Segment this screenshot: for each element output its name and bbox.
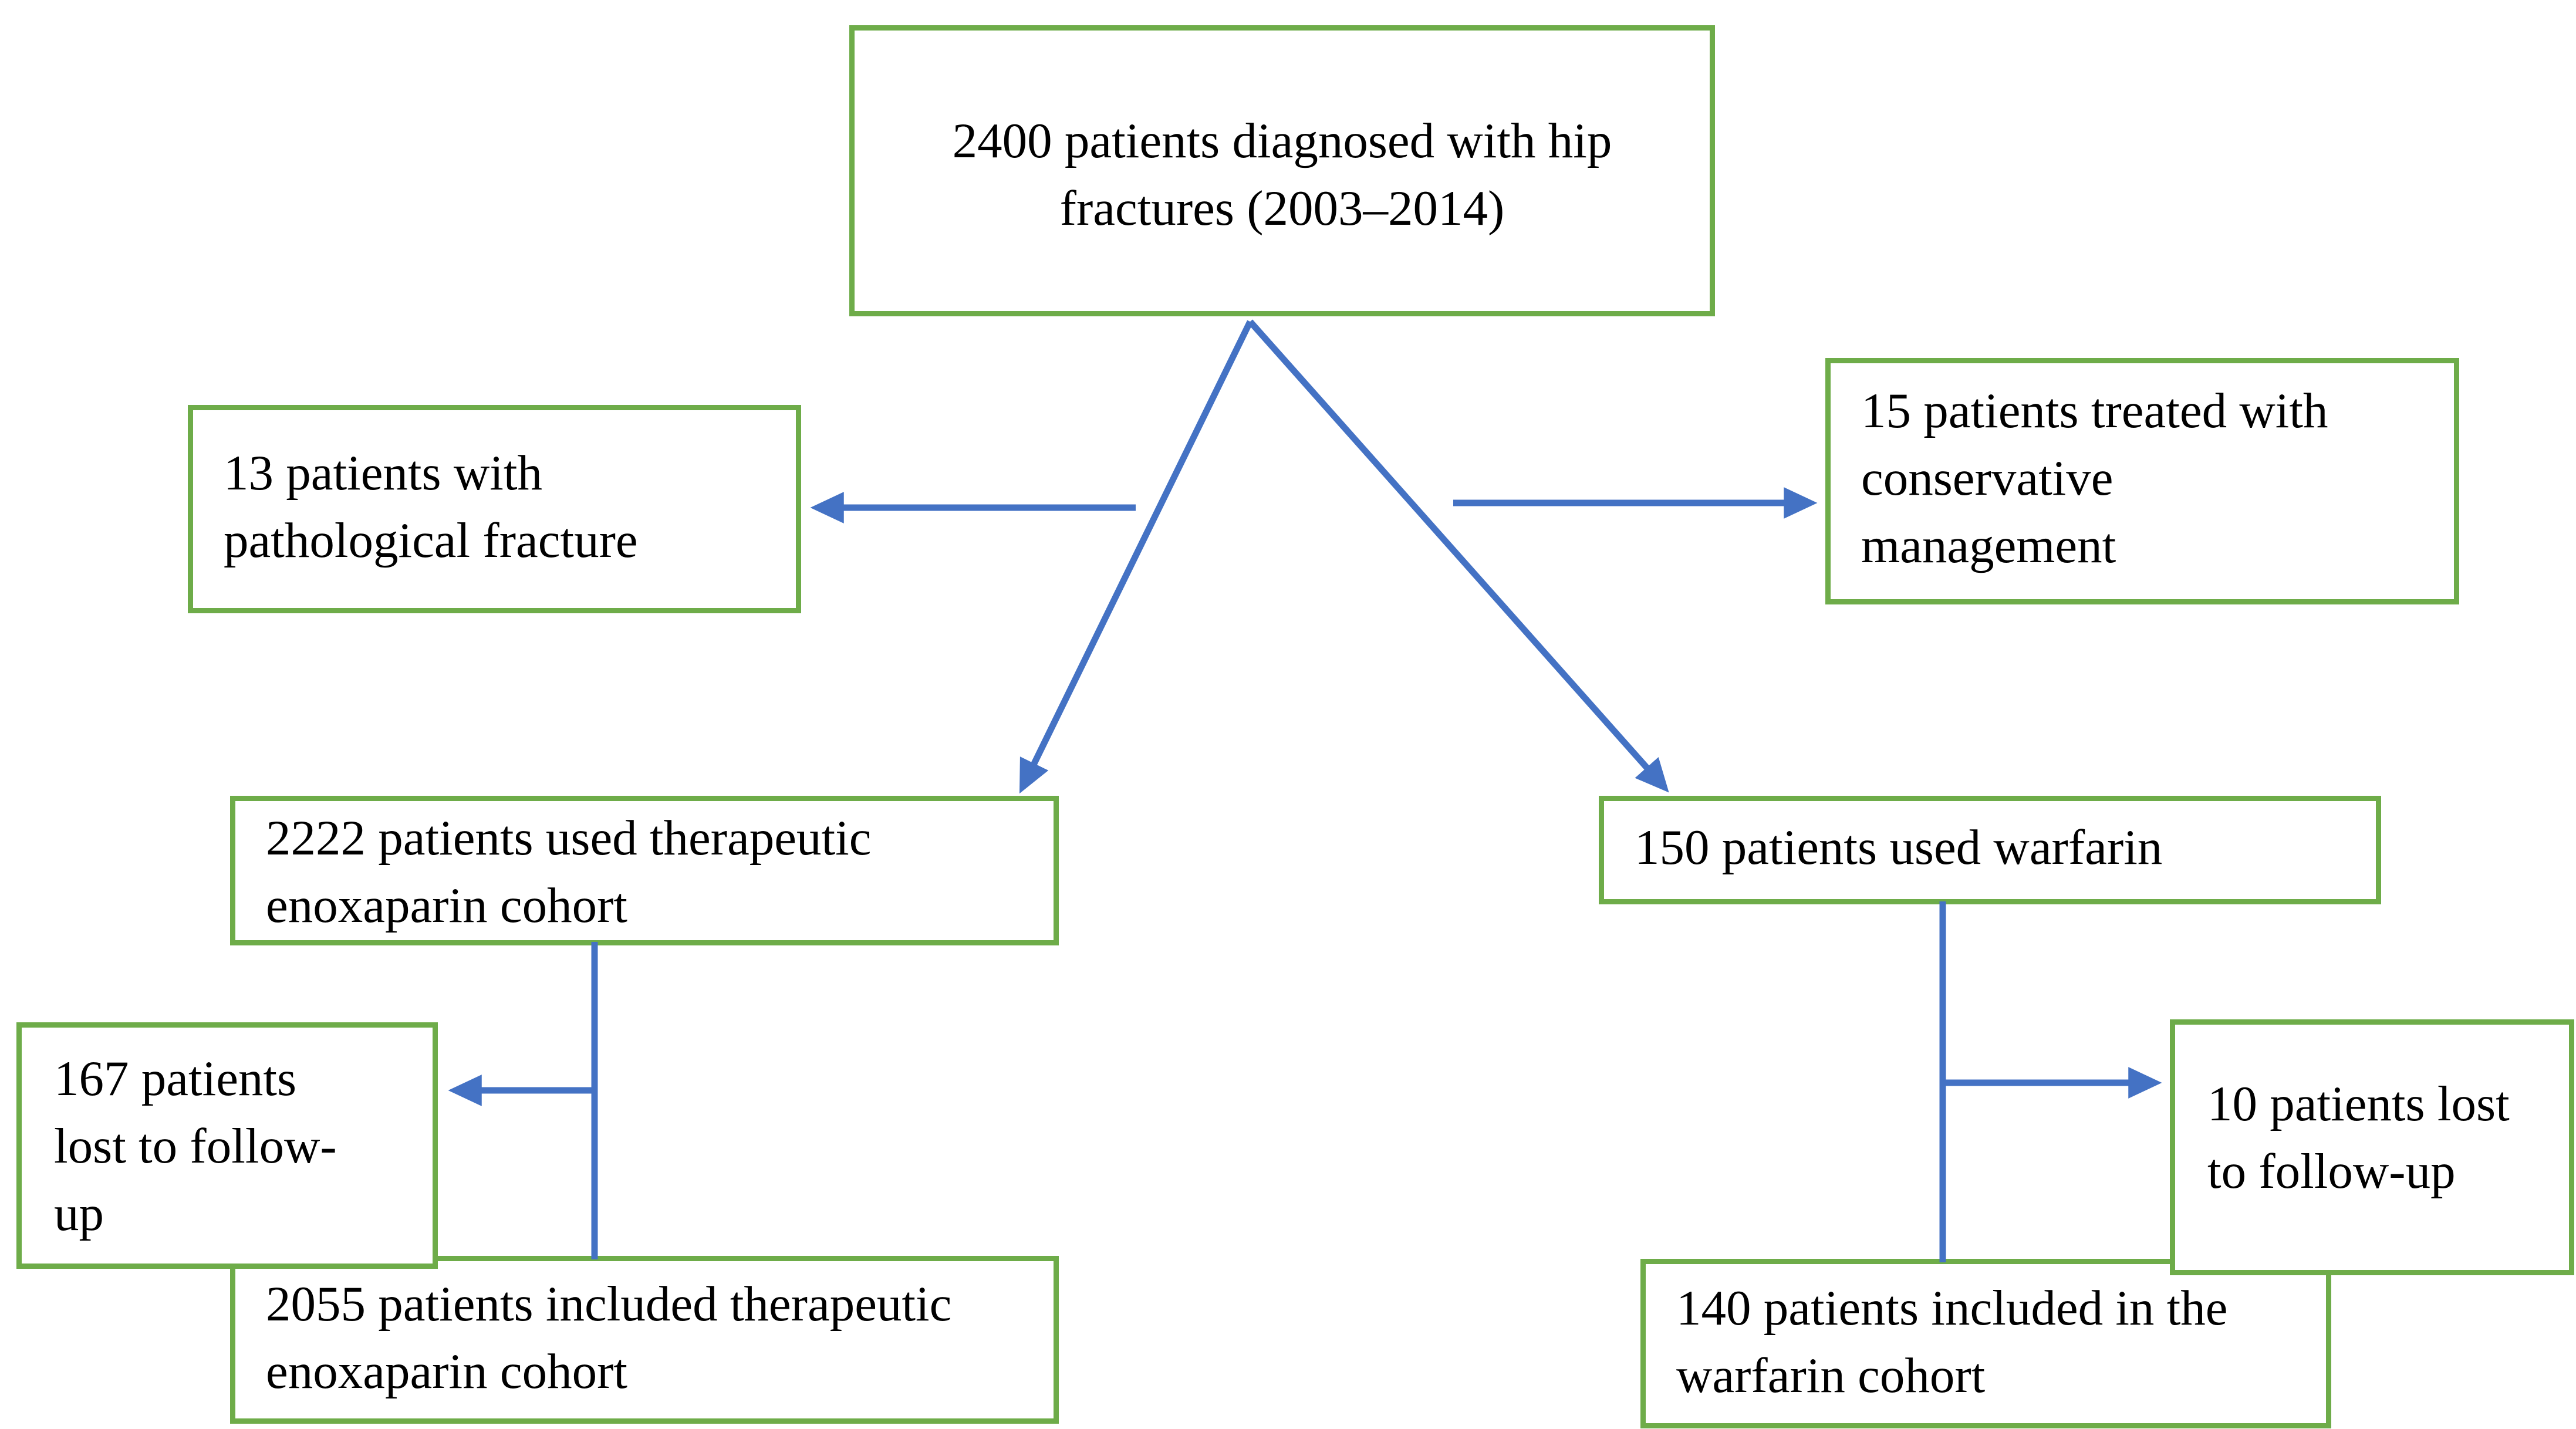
box-text-line: enoxaparin cohort (266, 878, 628, 933)
box-text-line: enoxaparin cohort (266, 1344, 628, 1399)
box-text-line: 13 patients with (224, 445, 542, 501)
box-text-line: conservative (1861, 451, 2114, 506)
box-pathological-fracture: 13 patients with pathological fracture (188, 405, 801, 613)
box-text-line: 10 patients lost (2207, 1076, 2510, 1131)
box-enoxaparin-lost-followup: 167 patients lost to follow- up (16, 1022, 438, 1269)
box-warfarin-included: 140 patients included in the warfarin co… (1640, 1259, 2331, 1428)
box-warfarin-lost-followup: 10 patients lost to follow-up (2170, 1019, 2574, 1275)
box-hip-fracture-total: 2400 patients diagnosed with hip fractur… (849, 25, 1715, 316)
connector-total-to-enoxaparin (1019, 320, 1253, 794)
box-conservative-management: 15 patients treated with conservative ma… (1825, 358, 2459, 604)
box-text-line: fractures (2003–2014) (1059, 181, 1505, 236)
box-text-line: 2055 patients included therapeutic (266, 1276, 952, 1332)
box-text-line: warfarin cohort (1676, 1348, 1986, 1403)
box-text-line: 2400 patients diagnosed with hip (952, 113, 1612, 168)
box-text-line: lost to follow- (54, 1119, 337, 1174)
box-text-line: to follow-up (2207, 1144, 2456, 1199)
box-text-line: 167 patients (54, 1051, 297, 1106)
box-text-line: pathological fracture (224, 513, 638, 568)
box-text-line: 150 patients used warfarin (1635, 820, 2163, 875)
connector-total-to-warfarin (1247, 319, 1669, 793)
box-enoxaparin-included: 2055 patients included therapeutic enoxa… (230, 1256, 1059, 1424)
box-warfarin-used: 150 patients used warfarin (1599, 796, 2381, 904)
box-text-line: 2222 patients used therapeutic (266, 810, 872, 866)
box-text-line: management (1861, 518, 2116, 573)
box-enoxaparin-used: 2222 patients used therapeutic enoxapari… (230, 796, 1059, 945)
box-text-line: 15 patients treated with (1861, 383, 2328, 438)
box-text-line: 140 patients included in the (1676, 1281, 2228, 1336)
box-text-line: up (54, 1186, 104, 1241)
